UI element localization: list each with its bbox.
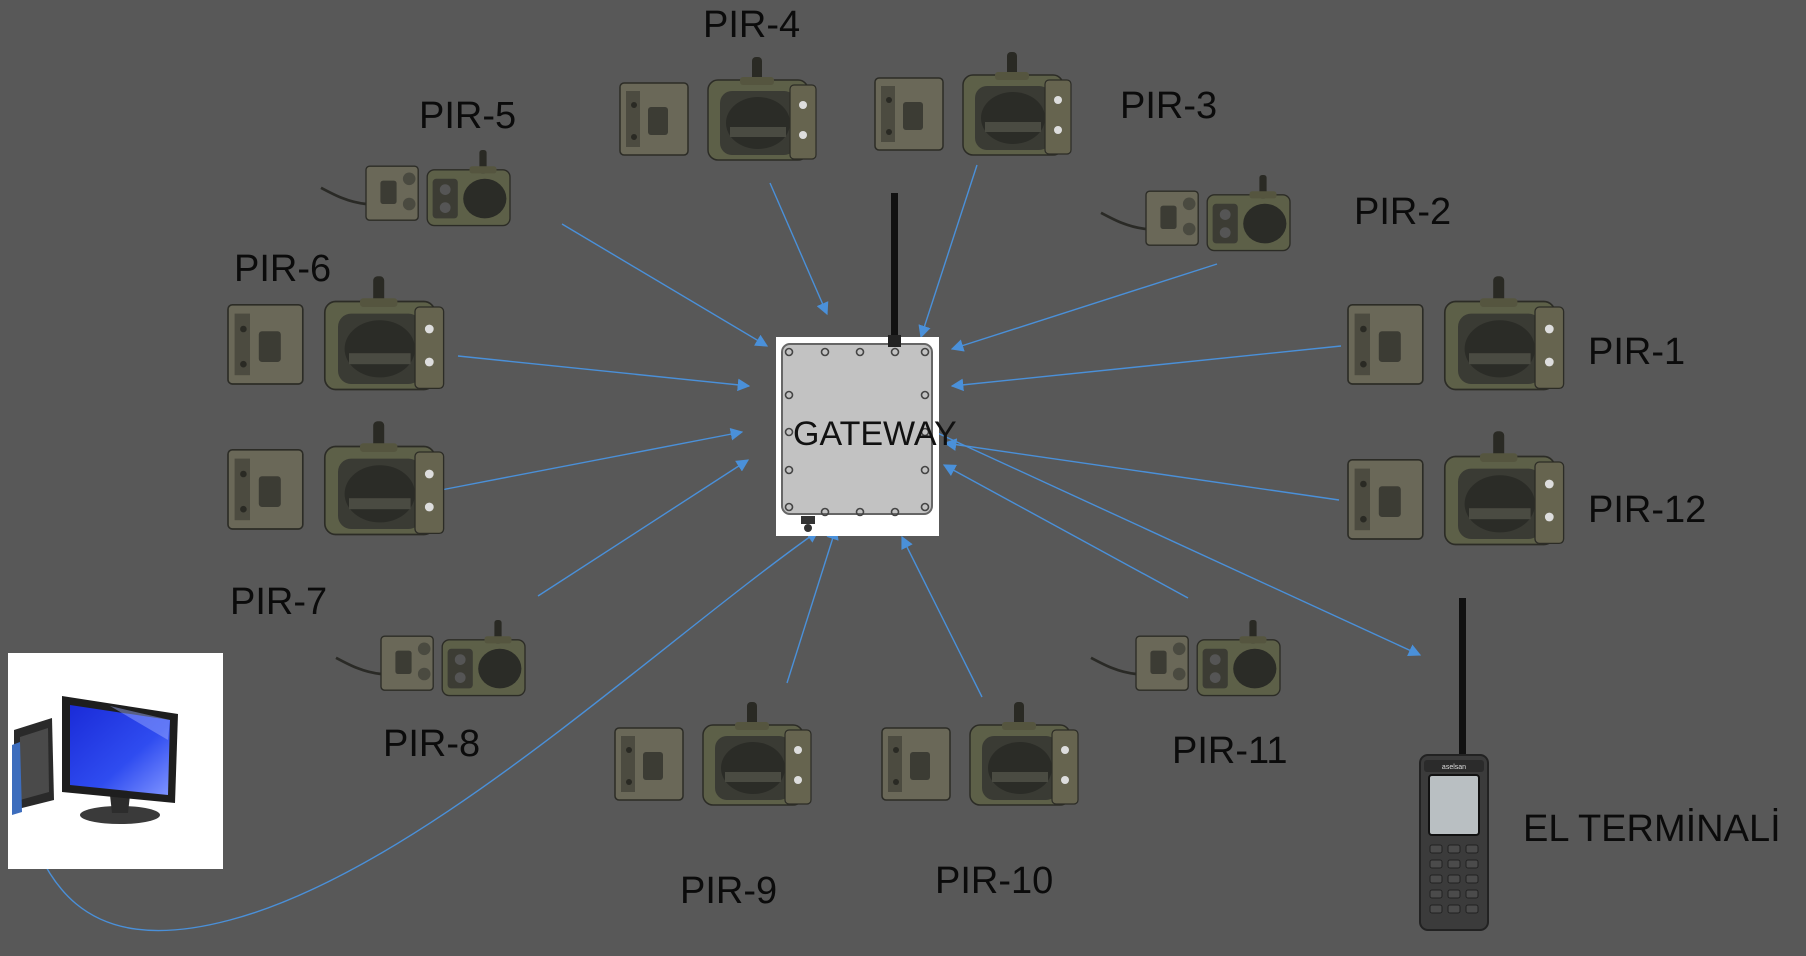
pir-12-device [1347,431,1565,546]
pir-2-device [1100,175,1291,252]
svg-text:aselsan: aselsan [1442,764,1466,771]
pir-4-device [619,57,817,161]
arrow-pir-7 [440,427,744,491]
pir-9-device [614,702,812,806]
terminal-label: EL TERMİNALİ [1523,808,1781,850]
gateway-device [776,193,939,536]
arrow-pir-2 [950,263,1218,352]
pir-3-device [874,52,1072,156]
pir-1-device [1347,276,1565,391]
pir-7-device [227,421,445,536]
pir-10-label: PIR-10 [935,860,1054,902]
arrow-pir-8 [537,459,750,597]
handheld-terminal-device: aselsan [1419,598,1489,931]
gateway-antenna [891,193,898,345]
arrow-pir-12 [943,438,1340,501]
pir-6-label: PIR-6 [234,248,332,290]
sensor-group [227,52,1565,806]
arrow-pir-9 [786,526,839,684]
pir-11-label: PIR-11 [1172,730,1288,772]
pir-9-label: PIR-9 [680,870,778,912]
pir-10-device [881,702,1079,806]
arrow-pir-3 [918,164,978,339]
pir-5-label: PIR-5 [419,95,517,137]
gateway-label: GATEWAY [793,415,957,453]
pir-6-device [227,276,445,391]
arrow-pir-4 [769,182,829,316]
pir-11-device [1090,620,1281,697]
arrow-pir-5 [561,223,769,347]
pir-5-device [320,150,511,227]
arrow-computer [17,530,820,932]
arrow-pir-6 [457,355,751,392]
terminal-antenna [1459,598,1466,758]
pir-3-label: PIR-3 [1120,85,1218,127]
pir-8-label: PIR-8 [383,723,481,765]
pir-4-label: PIR-4 [703,4,801,46]
connection-arrows [17,164,1422,932]
pir-2-label: PIR-2 [1354,191,1452,233]
pir-7-label: PIR-7 [230,581,328,623]
pir-1-label: PIR-1 [1588,331,1686,373]
arrow-terminal [919,424,1422,656]
pir-8-device [335,620,526,697]
arrow-pir-11 [942,464,1189,599]
pir-12-label: PIR-12 [1588,489,1707,531]
arrow-pir-1 [950,345,1342,392]
computer-icon [8,653,223,869]
arrow-pir-10 [901,535,983,698]
